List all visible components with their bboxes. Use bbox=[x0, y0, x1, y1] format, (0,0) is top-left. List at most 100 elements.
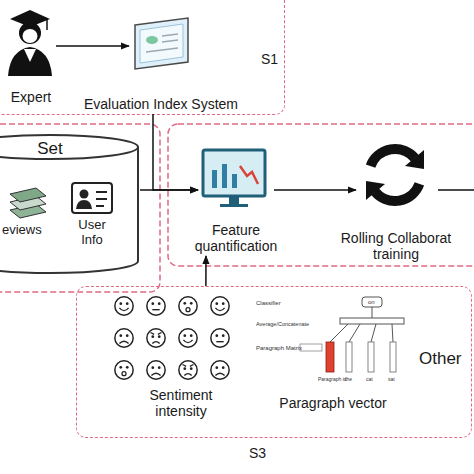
word-vector-column bbox=[390, 342, 396, 372]
node-label: Set bbox=[30, 139, 70, 159]
cylinder-top bbox=[0, 135, 138, 159]
reviews-icon bbox=[10, 188, 46, 218]
output-box bbox=[362, 297, 382, 307]
monitor-screen bbox=[203, 150, 265, 196]
paragraph-vector-figure bbox=[300, 297, 404, 372]
face-icon bbox=[211, 297, 229, 315]
monitor-trend bbox=[240, 166, 258, 184]
id-card-head bbox=[80, 190, 89, 199]
refresh-icon bbox=[366, 149, 424, 201]
face-icon bbox=[115, 297, 133, 315]
monitor-bar bbox=[212, 170, 217, 188]
node-label: Feature quantification bbox=[181, 222, 291, 254]
flow-arrow bbox=[140, 189, 198, 191]
pv-link bbox=[349, 324, 360, 342]
expert-node: Expert bbox=[6, 6, 56, 106]
index-card-line bbox=[162, 34, 178, 36]
index-card-line bbox=[146, 48, 178, 52]
figure-label: Classifier bbox=[256, 300, 281, 306]
word-vector-column bbox=[346, 342, 352, 372]
refresh-arrowhead bbox=[405, 150, 424, 169]
figure-label: sat bbox=[388, 377, 395, 382]
id-card-line bbox=[96, 191, 107, 193]
database-cylinder: Set eviews User Info bbox=[0, 133, 140, 275]
flow-arrow bbox=[205, 256, 207, 286]
node-label: S3 bbox=[249, 445, 279, 461]
average-layer bbox=[340, 318, 404, 324]
expert-cap bbox=[10, 10, 50, 27]
node-label: User Info bbox=[72, 218, 112, 248]
id-card bbox=[72, 183, 112, 213]
monitor-bar bbox=[232, 174, 237, 188]
flow-arrow bbox=[274, 189, 356, 191]
monitor-base bbox=[220, 204, 248, 207]
flow-arrow bbox=[56, 45, 129, 47]
index-card bbox=[135, 18, 188, 69]
node-label: eviews bbox=[2, 223, 52, 238]
id-card-body bbox=[76, 200, 92, 209]
face-icon bbox=[115, 361, 133, 379]
stage-band: S1ExpertEvaluation Index System bbox=[0, 0, 285, 115]
figure-label: Average/Concatenate bbox=[256, 322, 309, 328]
monitor-bar bbox=[222, 164, 227, 188]
pv-link bbox=[392, 324, 393, 342]
cylinder-body bbox=[0, 147, 138, 273]
index-card-screen bbox=[140, 24, 183, 63]
expert-icon bbox=[8, 10, 52, 76]
face-icon bbox=[147, 297, 165, 315]
feature-region-border bbox=[168, 124, 474, 266]
face-icon bbox=[179, 297, 197, 315]
word-vector-column bbox=[368, 342, 374, 372]
node-label: Rolling Collaborat training bbox=[321, 230, 471, 262]
node-label: Expert bbox=[0, 89, 66, 105]
other-node: Other bbox=[419, 345, 473, 373]
face-icon bbox=[115, 329, 133, 347]
pv-link bbox=[371, 324, 376, 342]
paragraph-matrix bbox=[300, 344, 322, 351]
paragraph-vector-node: Paragraph vector bbox=[253, 295, 413, 417]
user-info-node: User Info bbox=[66, 178, 118, 253]
reviews-node: eviews bbox=[0, 183, 52, 243]
sentiment-faces bbox=[115, 297, 229, 379]
face-icon bbox=[211, 361, 229, 379]
face-icon bbox=[147, 329, 165, 347]
paragraph-vector-column bbox=[326, 342, 334, 372]
pv-link bbox=[330, 324, 348, 342]
cylinder-outline bbox=[0, 133, 140, 275]
face-icon bbox=[179, 329, 197, 347]
figure-label: on bbox=[368, 299, 375, 305]
index-card-line bbox=[162, 40, 178, 42]
node-label: S1 bbox=[261, 51, 291, 67]
stage-band: S3Sentiment intensityParagraph vectorOth… bbox=[76, 286, 472, 438]
node-label: Other bbox=[419, 349, 473, 369]
flow-arrow bbox=[153, 114, 198, 190]
pv-link bbox=[372, 307, 373, 318]
index-card-icon bbox=[135, 18, 188, 69]
expert-tassel bbox=[46, 19, 48, 30]
expert-collar bbox=[24, 49, 36, 62]
review-sheet bbox=[10, 188, 46, 202]
node-label: Paragraph vector bbox=[253, 395, 413, 411]
rolling-training-node: Rolling Collaborat training bbox=[356, 138, 436, 258]
sentiment-node: Sentiment intensity bbox=[111, 295, 251, 423]
id-card-line bbox=[96, 198, 107, 200]
outgoing-arrow-line bbox=[438, 189, 474, 191]
feature-node: Feature quantification bbox=[198, 146, 274, 256]
face-icon bbox=[179, 361, 197, 379]
user-info-icon bbox=[72, 183, 112, 213]
refresh-arrowhead bbox=[366, 181, 385, 200]
figure-label: cat bbox=[366, 377, 373, 382]
monitor-icon bbox=[203, 150, 265, 207]
expert-face bbox=[23, 29, 38, 43]
face-icon bbox=[211, 329, 229, 347]
monitor-stand bbox=[229, 196, 239, 204]
index-system-node: Evaluation Index System bbox=[129, 19, 193, 114]
figure-label: the bbox=[345, 377, 352, 382]
figure-label: Paragraph id bbox=[318, 377, 347, 382]
id-card-line bbox=[96, 205, 104, 207]
node-label: Sentiment intensity bbox=[133, 387, 229, 419]
index-card-chart bbox=[146, 36, 158, 44]
figure-label: Paragraph Matrix bbox=[256, 345, 302, 351]
node-label: Evaluation Index System bbox=[64, 96, 258, 112]
